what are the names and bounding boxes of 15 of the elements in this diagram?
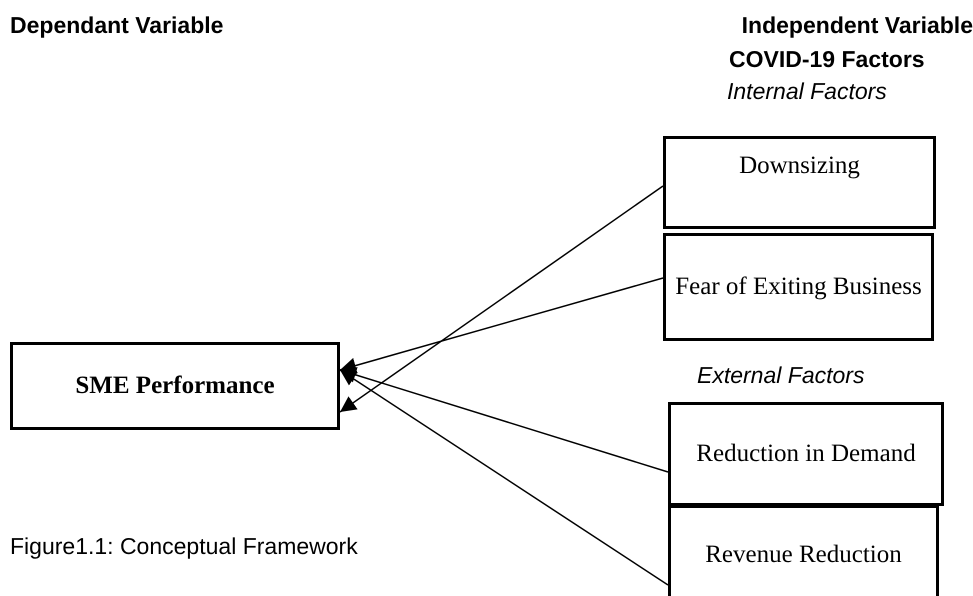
heading: Independent Variable bbox=[742, 12, 973, 39]
text-box: Fear of Exiting Business bbox=[663, 233, 934, 341]
arrow bbox=[340, 277, 664, 374]
arrow bbox=[340, 185, 664, 413]
text-box: Downsizing bbox=[663, 136, 936, 229]
heading: COVID-19 Factors bbox=[729, 46, 925, 73]
text-box: SME Performance bbox=[10, 342, 340, 430]
text-box: Reduction in Demand bbox=[668, 402, 944, 506]
arrow bbox=[340, 369, 668, 586]
caption: Figure1.1: Conceptual Framework bbox=[10, 533, 358, 560]
arrow bbox=[340, 367, 668, 473]
section-label: Internal Factors bbox=[727, 78, 887, 105]
section-label: External Factors bbox=[697, 362, 864, 389]
heading: Dependant Variable bbox=[10, 12, 224, 39]
text-box: Revenue Reduction bbox=[668, 505, 939, 596]
